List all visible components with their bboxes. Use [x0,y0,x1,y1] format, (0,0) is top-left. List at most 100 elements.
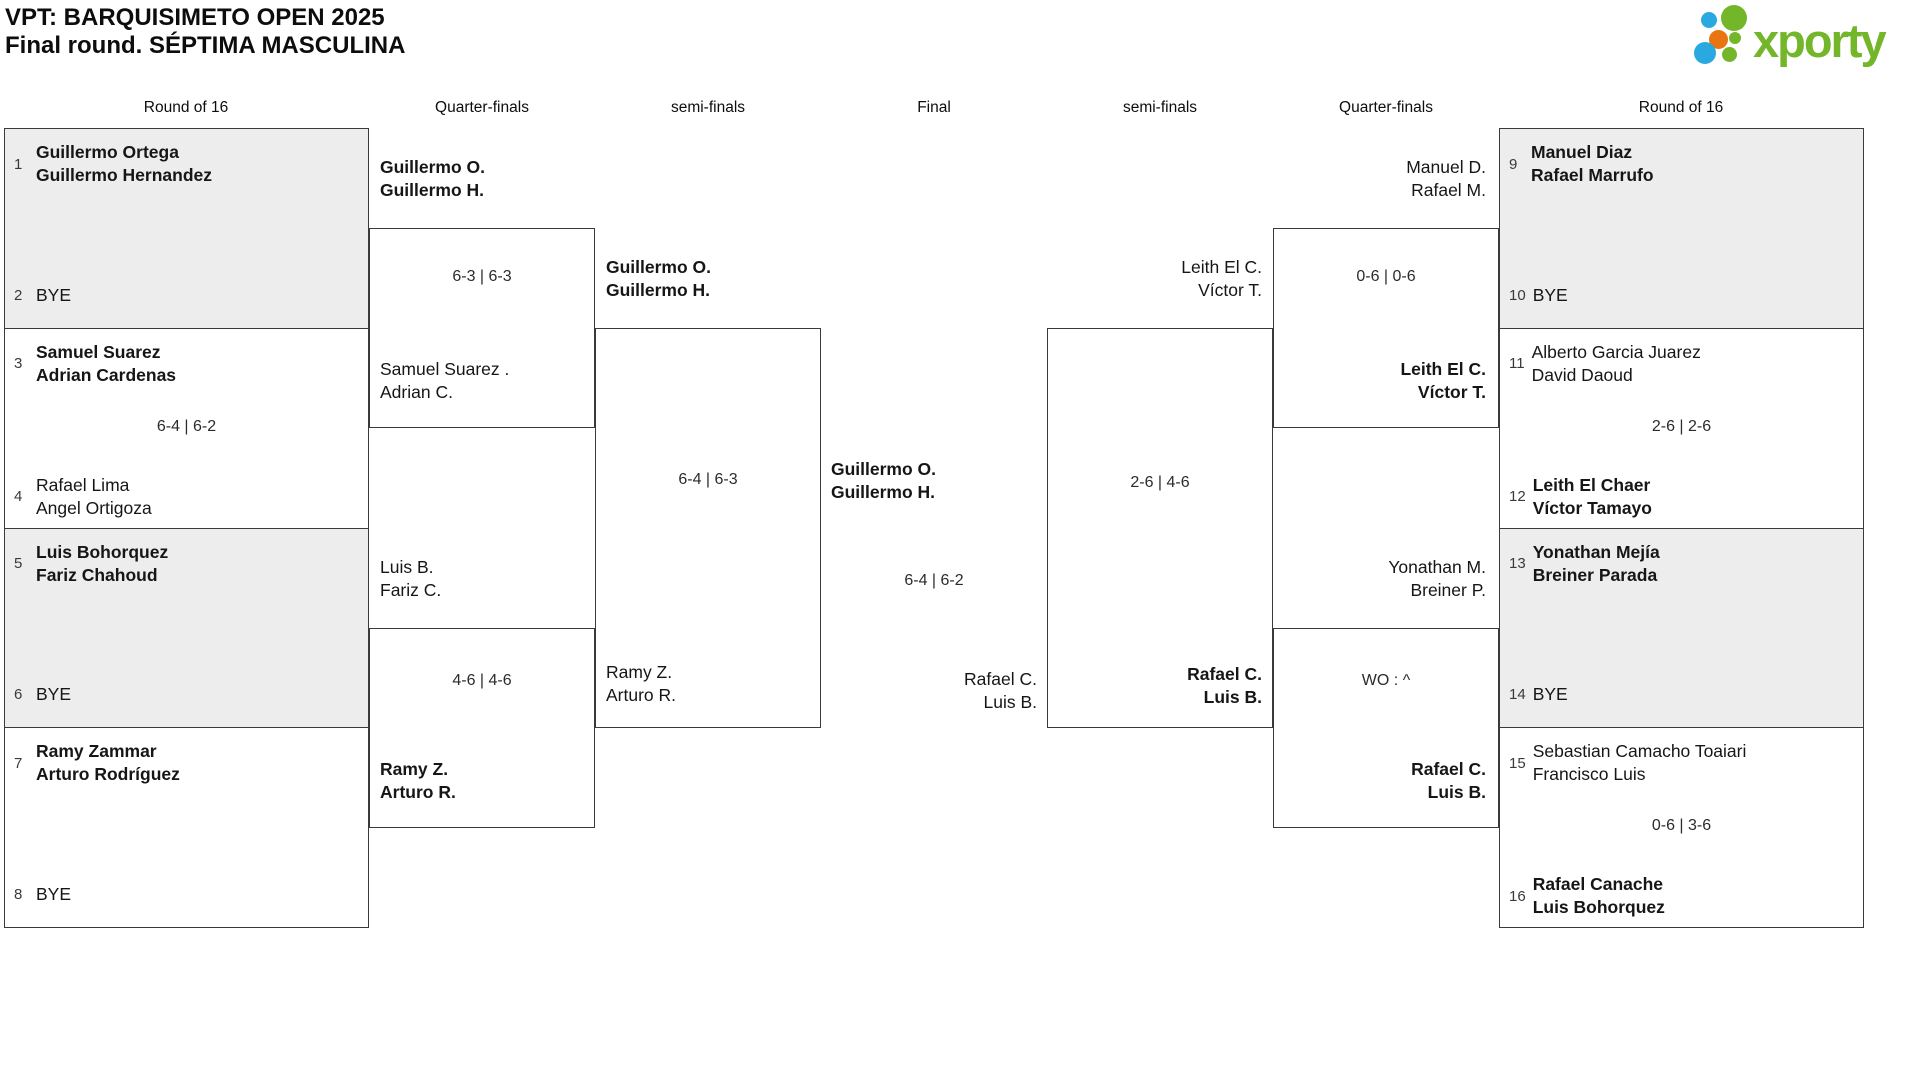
team-member: BYE [1532,284,1568,305]
team-name[interactable]: BYE [1533,683,1568,706]
seed-number: 9 [1509,155,1518,173]
team-member: Manuel D. [1406,157,1486,177]
team-member: Samuel Suarez [36,341,161,362]
team-member: Arturo R. [606,685,677,705]
team-member: Guillermo H. [380,180,485,200]
team-name[interactable]: Luis B.Fariz C. [380,556,441,602]
team-member: David Daoud [1531,364,1633,385]
team-member: Ramy Z. [606,662,673,682]
team-name[interactable]: BYE [1533,284,1568,307]
team-member: Alberto Garcia Juarez [1531,341,1701,362]
team-member: Adrian Cardenas [36,364,177,385]
team-member: Guillermo H. [606,280,711,300]
match-score: 6-4 | 6-2 [156,417,217,435]
column-header: Round of 16 [1638,99,1724,116]
quarterfinal-right-2-box [1273,628,1499,828]
seed-number: 1 [14,155,23,173]
team-member: Breiner P. [1410,580,1486,600]
team-name[interactable]: Guillermo O.Guillermo H. [606,256,711,302]
team-member: Rafael C. [964,669,1037,689]
team-member: BYE [36,284,72,305]
seed-number: 6 [14,686,23,704]
team-name[interactable]: BYE [36,284,71,307]
team-name[interactable]: Manuel D. Rafael M. [1406,156,1486,202]
team-name[interactable]: Rafael C.Luis B. [1411,758,1486,804]
team-name[interactable]: Rafael C. Luis B. [964,668,1037,714]
team-member: Sebastian Camacho Toaiari [1532,741,1747,762]
seed-number: 15 [1509,754,1526,772]
team-member: BYE [36,884,72,904]
seed-number: 16 [1509,887,1526,905]
team-name[interactable]: BYE [36,683,71,706]
team-member: Rafael M. [1411,180,1486,200]
team-member: Rafael Canache [1532,874,1664,894]
team-name[interactable]: Leith El C. Víctor T. [1400,358,1486,404]
logo-dot [1722,47,1737,62]
team-name[interactable]: Rafael C.Luis B. [1187,663,1262,709]
team-member: Leith El C. [1181,257,1262,277]
team-member: Víctor T. [1417,382,1486,402]
seed-number: 14 [1509,686,1526,704]
logo-text: xporty [1753,14,1887,67]
team-member: BYE [1532,684,1568,705]
team-member: Guillermo H. [831,482,936,502]
seed-number: 12 [1509,488,1526,505]
semifinal-left-box [595,328,821,728]
match-score: 0-6 | 3-6 [1651,817,1712,835]
team-name[interactable]: BYE [36,883,71,906]
seed-number: 4 [14,488,23,505]
column-header: Final [917,99,951,116]
team-member: Guillermo O. [831,459,937,479]
team-member: Leith El C. [1400,359,1486,379]
team-member: Manuel Diaz [1531,142,1633,162]
team-name[interactable]: Ramy Z. Arturo R. [606,661,676,707]
match-score: WO : ^ [1361,672,1411,689]
page-title: VPT: BARQUISIMETO OPEN 2025 Final round.… [5,4,405,60]
team-member: Luis B. [983,692,1038,712]
column-header: Quarter-finals [435,99,529,116]
seed-number: 3 [14,355,23,373]
team-name[interactable]: Yonathan M.Breiner P. [1388,556,1486,602]
team-member: Guillermo O. [380,157,486,177]
team-member: Ramy Zammar [36,741,157,762]
logo-dot [1729,32,1741,44]
team-name[interactable]: Ramy Z.Arturo R. [380,758,456,804]
team-member: Adrian C. [380,382,453,402]
team-slot: 14 BYE [1509,683,1857,706]
column-header: Quarter-finals [1339,99,1433,116]
seed-number: 13 [1509,555,1526,572]
team-name[interactable]: Guillermo O. Guillermo H. [380,156,485,202]
quarterfinal-right-1-box [1273,228,1499,428]
team-name[interactable]: Leith El C.Víctor T. [1181,256,1262,302]
team-name[interactable]: Guillermo O. Guillermo H. [831,458,936,504]
seed-number: 10 [1509,286,1526,304]
team-member: Arturo Rodríguez [36,764,180,785]
seed-number: 2 [14,286,23,304]
tournament-subtitle: Final round. SÉPTIMA MASCULINA [5,32,406,59]
match-score: 4-6 | 4-6 [452,672,512,689]
team-name[interactable]: Samuel Suarez .Adrian C. [380,358,509,404]
quarterfinal-left-1-box [369,228,595,428]
